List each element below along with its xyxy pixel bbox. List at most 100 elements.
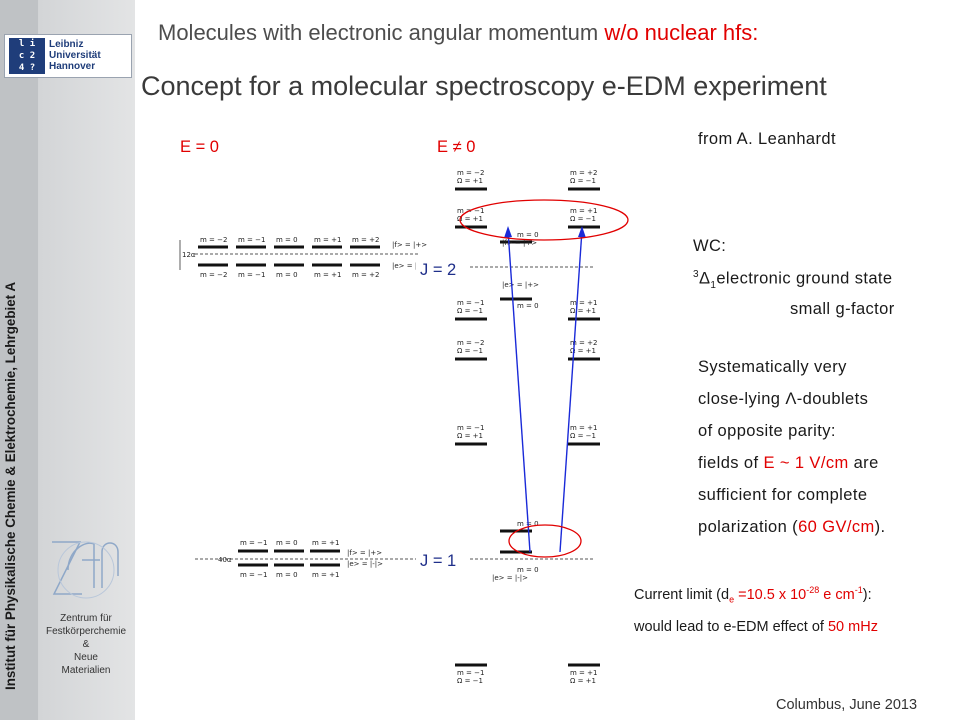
right-level-stack: m = −2Ω = +1m = +2Ω = −1m = −1Ω = +1m = …: [445, 169, 600, 685]
j2-label: J = 2: [420, 261, 456, 279]
level-m-label: m = −1: [238, 271, 265, 279]
level-m-label: m = +1: [312, 539, 339, 547]
current-pre: Current limit (d: [634, 586, 730, 603]
transition-arrows: [504, 226, 586, 553]
level-m-label: m = +2: [352, 236, 379, 244]
leibniz-university-logo: l i c 2 4 ? Leibniz Universität Hannover: [4, 34, 132, 78]
unit-exponent: -1: [854, 585, 863, 595]
source-credit: from A. Leanhardt: [698, 130, 836, 148]
de-subscript: e: [729, 594, 735, 605]
logo-line: Leibniz: [49, 39, 84, 50]
state-symbol: Δ: [698, 269, 711, 288]
limit-exponent: -28: [806, 585, 820, 595]
left-j2-splitting: 12α: [182, 251, 196, 259]
level-omega-label: Ω = +1: [570, 307, 596, 315]
level-omega-label: Ω = −1: [570, 177, 596, 185]
level-omega-label: Ω = +1: [457, 177, 483, 185]
level-m-label: m = −1: [238, 236, 265, 244]
polarization-line: polarization (60 GV/cm).: [698, 518, 886, 537]
level-m-label: m = +1: [314, 236, 341, 244]
logo-line: Universität: [49, 50, 101, 61]
level-omega-label: Ω = −1: [457, 347, 483, 355]
level-m-label: m = −2: [457, 169, 484, 177]
wc-ground-state: 3Δ1electronic ground state: [693, 269, 893, 291]
zfm-caption-line: &: [82, 639, 90, 650]
wc-label: WC:: [693, 237, 727, 255]
fields-line: fields of E ~ 1 V/cm are: [698, 454, 879, 473]
level-m-label: m = +2: [570, 339, 597, 347]
level-omega-label: Ω = +1: [570, 347, 596, 355]
level-m-label: m = 0: [517, 231, 539, 239]
level-m-label: m = +2: [570, 169, 597, 177]
arrowhead-right-icon: [578, 226, 586, 238]
systematics-line: close-lying Λ-doublets: [698, 390, 869, 408]
level-m-label: m = +1: [314, 271, 341, 279]
polar-post: ).: [874, 518, 886, 536]
logo-line: Hannover: [49, 61, 96, 72]
j2-label-bg: [416, 258, 468, 280]
slide-title-line1: Molecules with electronic angular moment…: [158, 20, 758, 46]
level-m-label: m = −2: [457, 339, 484, 347]
level-m-label: m = 0: [276, 271, 298, 279]
zfm-caption: Zentrum für Festkörperchemie & Neue Mate…: [38, 612, 134, 677]
level-m-label: m = +1: [570, 299, 597, 307]
effect-pre: would lead to e-EDM effect of: [634, 619, 828, 635]
level-omega-label: Ω = +1: [570, 677, 596, 685]
sidebar: l i c 2 4 ? Leibniz Universität Hannover…: [0, 0, 135, 720]
systematics-line: Systematically very: [698, 358, 847, 376]
zfm-caption-line: Neue: [74, 652, 98, 663]
field-nonzero-label: E ≠ 0: [437, 138, 475, 156]
level-m-label: m = −1: [240, 539, 267, 547]
institute-caption-text: Institut für Physikalische Chemie & Elek…: [3, 281, 18, 690]
lower-state-highlight: [508, 524, 582, 558]
level-m-label: m = 0: [276, 571, 298, 579]
level-parity-label: |e> = |-|>: [492, 574, 528, 582]
logo-grid-row: 4 ?: [18, 63, 36, 73]
j1-label: J = 1: [420, 552, 456, 570]
logo-grid-mark: l i c 2 4 ?: [9, 38, 45, 74]
level-omega-label: Ω = −1: [570, 215, 596, 223]
zfm-caption-line: Festkörperchemie: [45, 626, 127, 637]
transition-arrow-right: [559, 229, 583, 553]
zfm-caption-line: Zentrum für: [60, 613, 112, 624]
logo-grid-row: c 2: [18, 51, 36, 61]
level-m-label: m = +1: [570, 424, 597, 432]
title-highlight: w/o nuclear hfs:: [604, 20, 759, 45]
arrowhead-left-icon: [504, 226, 512, 238]
slide-title-line2: Concept for a molecular spectroscopy e-E…: [141, 71, 827, 101]
level-m-label: m = 0: [517, 302, 539, 310]
transition-arrow-left: [507, 229, 531, 553]
footer-venue-date: Columbus, June 2013: [776, 697, 918, 713]
sufficient-line: sufficient for complete: [698, 486, 868, 504]
level-omega-label: Ω = +1: [457, 215, 483, 223]
j1-label-bg: [416, 549, 468, 571]
title-plain: Molecules with electronic angular moment…: [158, 20, 605, 45]
field-value: E ~ 1 V/cm: [763, 454, 849, 472]
fields-post: are: [848, 454, 879, 472]
left-j2-parity-upper: |f> = |+>: [392, 241, 427, 249]
effective-field-value: 60 GV/cm: [798, 518, 875, 536]
level-m-label: m = 0: [276, 236, 298, 244]
level-m-label: m = −1: [457, 669, 484, 677]
level-omega-label: Ω = −1: [570, 432, 596, 440]
fields-pre: fields of: [698, 454, 764, 472]
g-factor-note: small g-factor: [790, 300, 895, 318]
zfm-caption-line: Materialien: [61, 665, 111, 676]
level-m-label: m = +1: [312, 571, 339, 579]
state-multiplicity: 3: [693, 269, 699, 280]
left-j1-parity-lower: |e> = |-|>: [347, 560, 383, 568]
level-m-label: m = −1: [457, 299, 484, 307]
level-m-label: m = −1: [457, 207, 484, 215]
left-j2-parity-lower: |e> = |+:: [392, 262, 425, 270]
limit-unit: e cm: [819, 586, 855, 603]
left-j1-splitting: 40α: [218, 556, 232, 564]
right-parity-upper: |f> = |+>: [502, 239, 537, 247]
level-m-label: m = 0: [517, 566, 539, 574]
field-zero-label: E = 0: [180, 138, 219, 156]
level-omega-label: Ω = −1: [457, 677, 483, 685]
level-m-label: m = +2: [352, 271, 379, 279]
limit-value: =10.5 x 10: [734, 586, 807, 603]
